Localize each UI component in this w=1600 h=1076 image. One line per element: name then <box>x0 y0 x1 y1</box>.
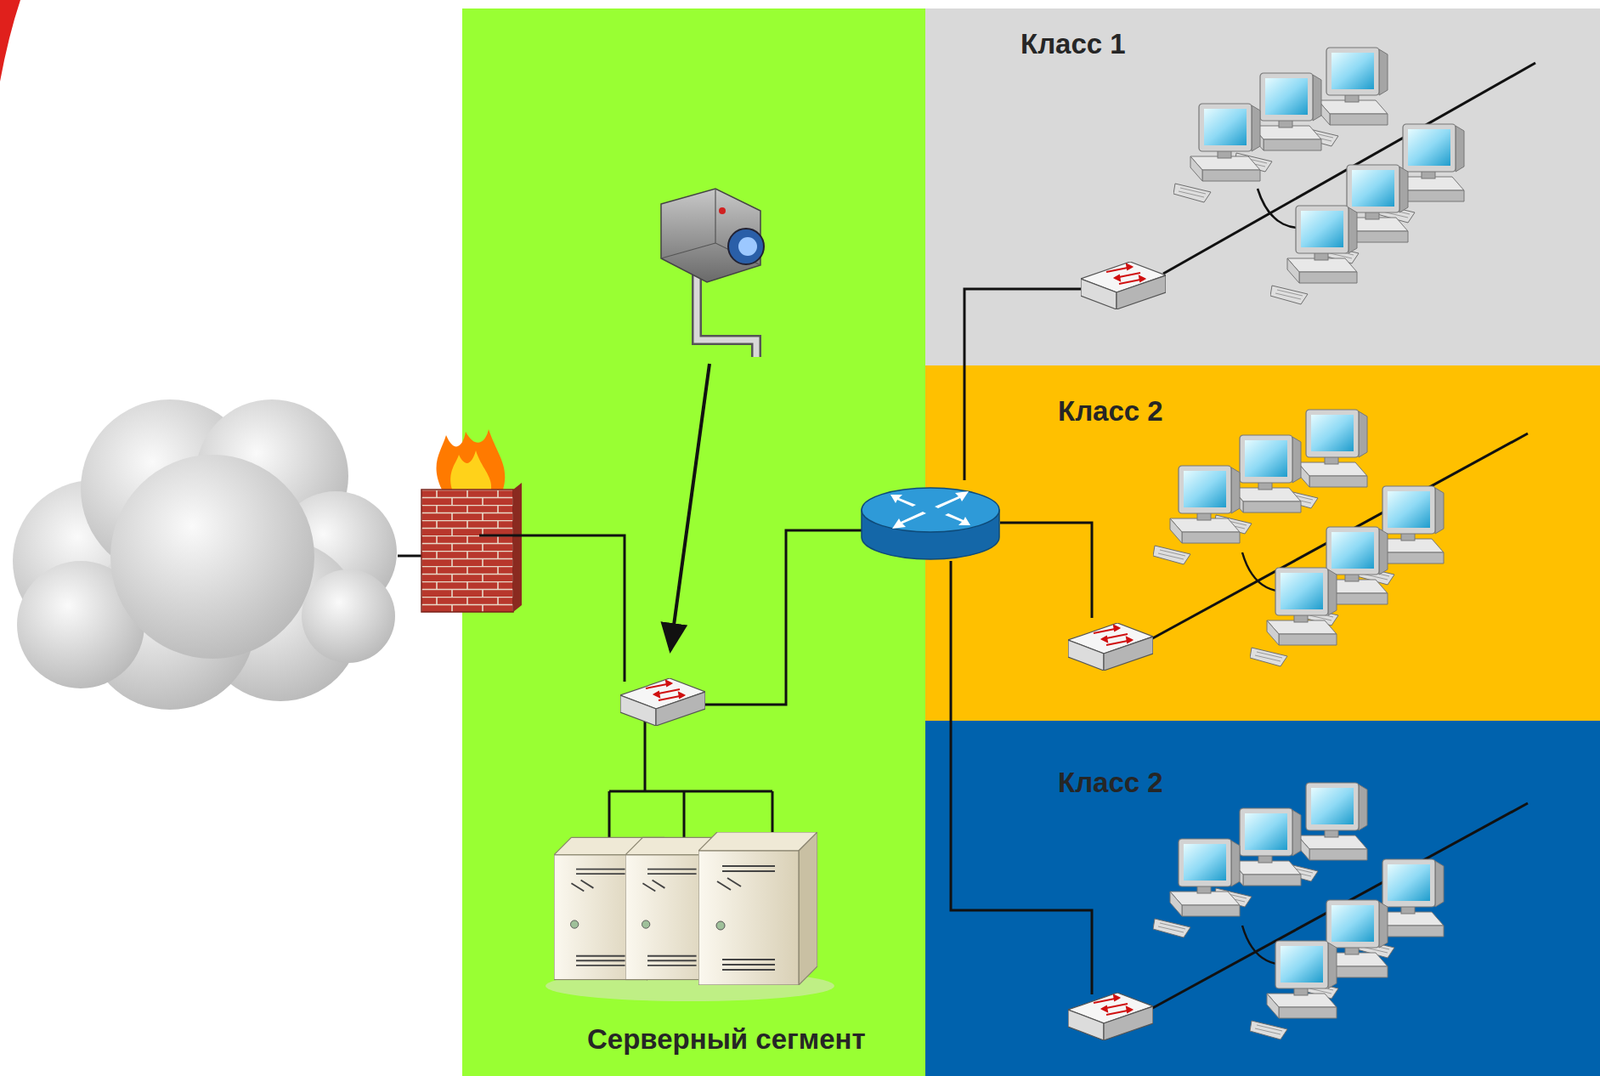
computer-icon <box>1270 205 1357 305</box>
computer-icon <box>1249 567 1337 667</box>
class-band: Класс 1 <box>925 8 1600 366</box>
segment-label: Серверный сегмент <box>587 1022 866 1057</box>
computer-icon <box>1173 103 1261 203</box>
computer-icon <box>1153 838 1240 938</box>
class-label: Класс 2 <box>1057 394 1164 429</box>
computer-icon <box>1249 940 1337 1040</box>
computer-icon <box>1153 465 1240 565</box>
class-band: Класс 2 <box>925 365 1600 721</box>
class-label: Класс 1 <box>1020 27 1126 62</box>
class-band: Класс 2 <box>925 720 1600 1076</box>
class-label: Класс 2 <box>1057 765 1164 800</box>
